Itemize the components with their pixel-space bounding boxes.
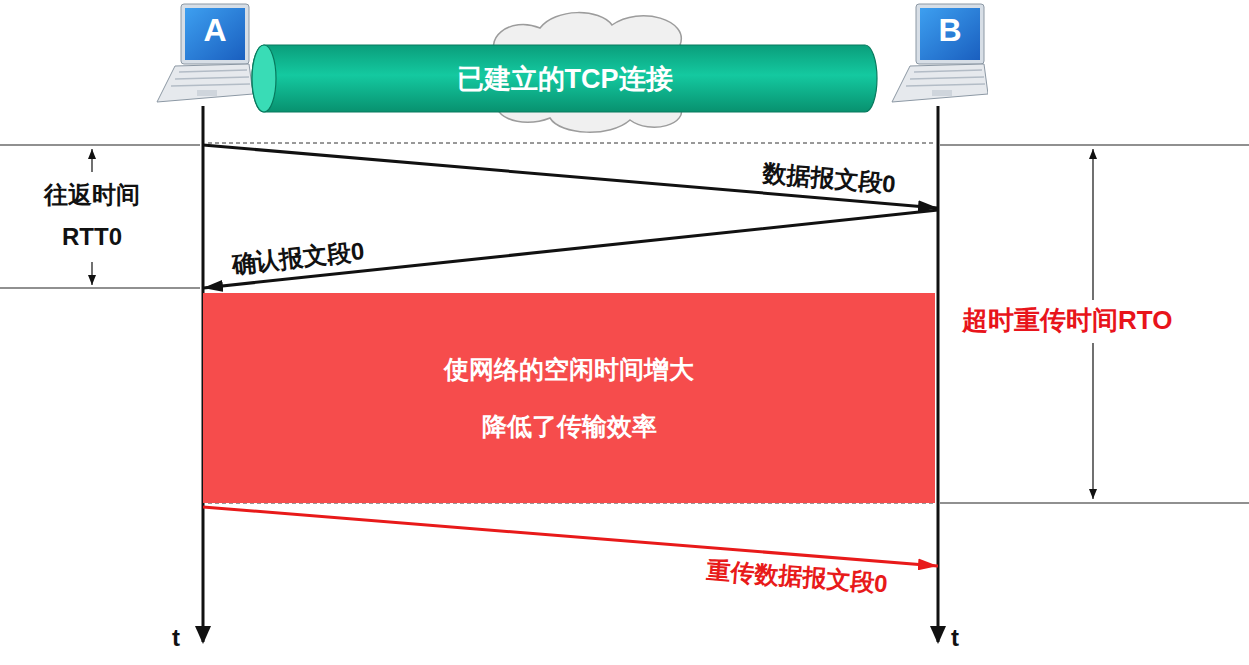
screen [920, 8, 980, 60]
screen-bezel [916, 4, 984, 64]
keyboard-base [892, 64, 988, 102]
pipe-end [252, 45, 276, 112]
message-arrow [203, 210, 938, 288]
host-node: B [888, 2, 988, 105]
span-bracket [1092, 149, 1093, 300]
laptop-icon [888, 2, 988, 105]
guide-line [208, 143, 935, 144]
pipe-label: 已建立的TCP连接 [457, 61, 673, 97]
key-row [914, 70, 982, 72]
touchpad [932, 90, 952, 96]
guide-line [0, 144, 200, 145]
host-letter: B [920, 10, 980, 50]
screen [185, 8, 245, 60]
key-row [171, 84, 250, 86]
key-row [906, 84, 985, 86]
host-node: A [153, 2, 253, 105]
key-row [179, 70, 247, 72]
guide-line [940, 502, 1249, 503]
rtt-label: 往返时间 RTT0 [22, 174, 162, 258]
band-text: 使网络的空闲时间增大 降低了传输效率 [435, 341, 703, 455]
guide-line [940, 144, 1249, 145]
message-label: 数据报文段0 [762, 159, 897, 198]
span-bracket [91, 262, 92, 285]
laptop-icon [153, 2, 253, 105]
message-arrow [203, 507, 938, 566]
message-label: 确认报文段0 [230, 237, 366, 279]
idle-band: 使网络的空闲时间增大 降低了传输效率 [203, 293, 935, 503]
key-row [175, 77, 249, 79]
connection-pipe: 已建立的TCP连接 [252, 45, 877, 112]
host-letter: A [185, 10, 245, 50]
time-axis-label: t [951, 624, 959, 652]
time-axis-label: t [172, 624, 180, 652]
touchpad [197, 90, 217, 96]
key-row [910, 77, 984, 79]
span-bracket [91, 149, 92, 172]
pipe-body [252, 45, 877, 112]
span-bracket [1092, 343, 1093, 499]
screen-bezel [181, 4, 249, 64]
keyboard-base [157, 64, 253, 102]
time-axis [937, 106, 940, 642]
message-arrow [203, 145, 938, 208]
message-label: 重传数据报文段0 [705, 556, 888, 598]
rto-label: 超时重传时间RTO [962, 304, 1172, 336]
guide-line [0, 287, 200, 288]
